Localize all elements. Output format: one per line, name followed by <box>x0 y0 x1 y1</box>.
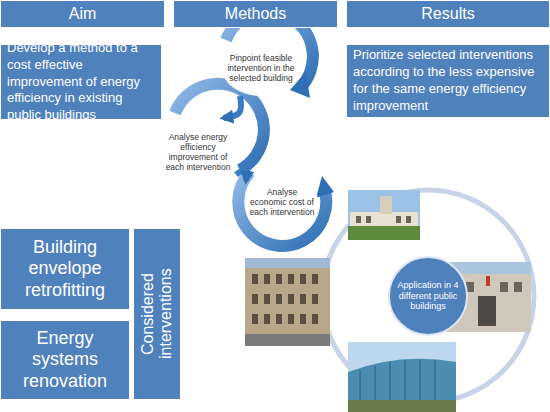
building-photo <box>348 190 420 240</box>
ring-arrowhead <box>316 176 334 198</box>
node-text: Methods <box>225 5 286 23</box>
section-header: Aim <box>0 0 165 28</box>
results-box: Prioritize selected interventions accord… <box>346 44 550 118</box>
section-header: Results <box>346 0 550 28</box>
node-text: Prioritize selected interventions accord… <box>353 47 543 115</box>
group-label-box: Considered interventions <box>133 228 181 400</box>
node-text: Analyse economic cost of each interventi… <box>248 187 316 218</box>
method-step: Analyse energy efficiency improvement of… <box>160 118 236 186</box>
node-text: Building envelope retrofitting <box>7 237 123 302</box>
application-circle: Application in 4 different public buildi… <box>388 256 468 336</box>
cycle-arrow <box>236 169 247 180</box>
node-text: Develop a method to a cost effective imp… <box>7 40 155 124</box>
intervention-box: Building envelope retrofitting <box>0 228 130 310</box>
node-text: Considered interventions <box>139 229 175 399</box>
building-photo <box>348 342 456 412</box>
section-header: Methods <box>173 0 338 28</box>
node-text: Energy systems renovation <box>7 328 123 393</box>
node-text: Pinpoint feasible intervention in the se… <box>224 53 298 84</box>
node-text: Aim <box>69 5 97 23</box>
node-text: Application in 4 different public buildi… <box>396 280 460 312</box>
building-photo <box>245 258 330 346</box>
node-text: Results <box>421 5 474 23</box>
intervention-box: Energy systems renovation <box>0 320 130 400</box>
aim-box: Develop a method to a cost effective imp… <box>0 44 162 120</box>
method-step: Pinpoint feasible intervention in the se… <box>222 40 300 96</box>
method-step: Analyse economic cost of each interventi… <box>246 168 318 236</box>
cycle-arrow <box>224 96 242 118</box>
node-text: Analyse energy efficiency improvement of… <box>162 132 234 173</box>
